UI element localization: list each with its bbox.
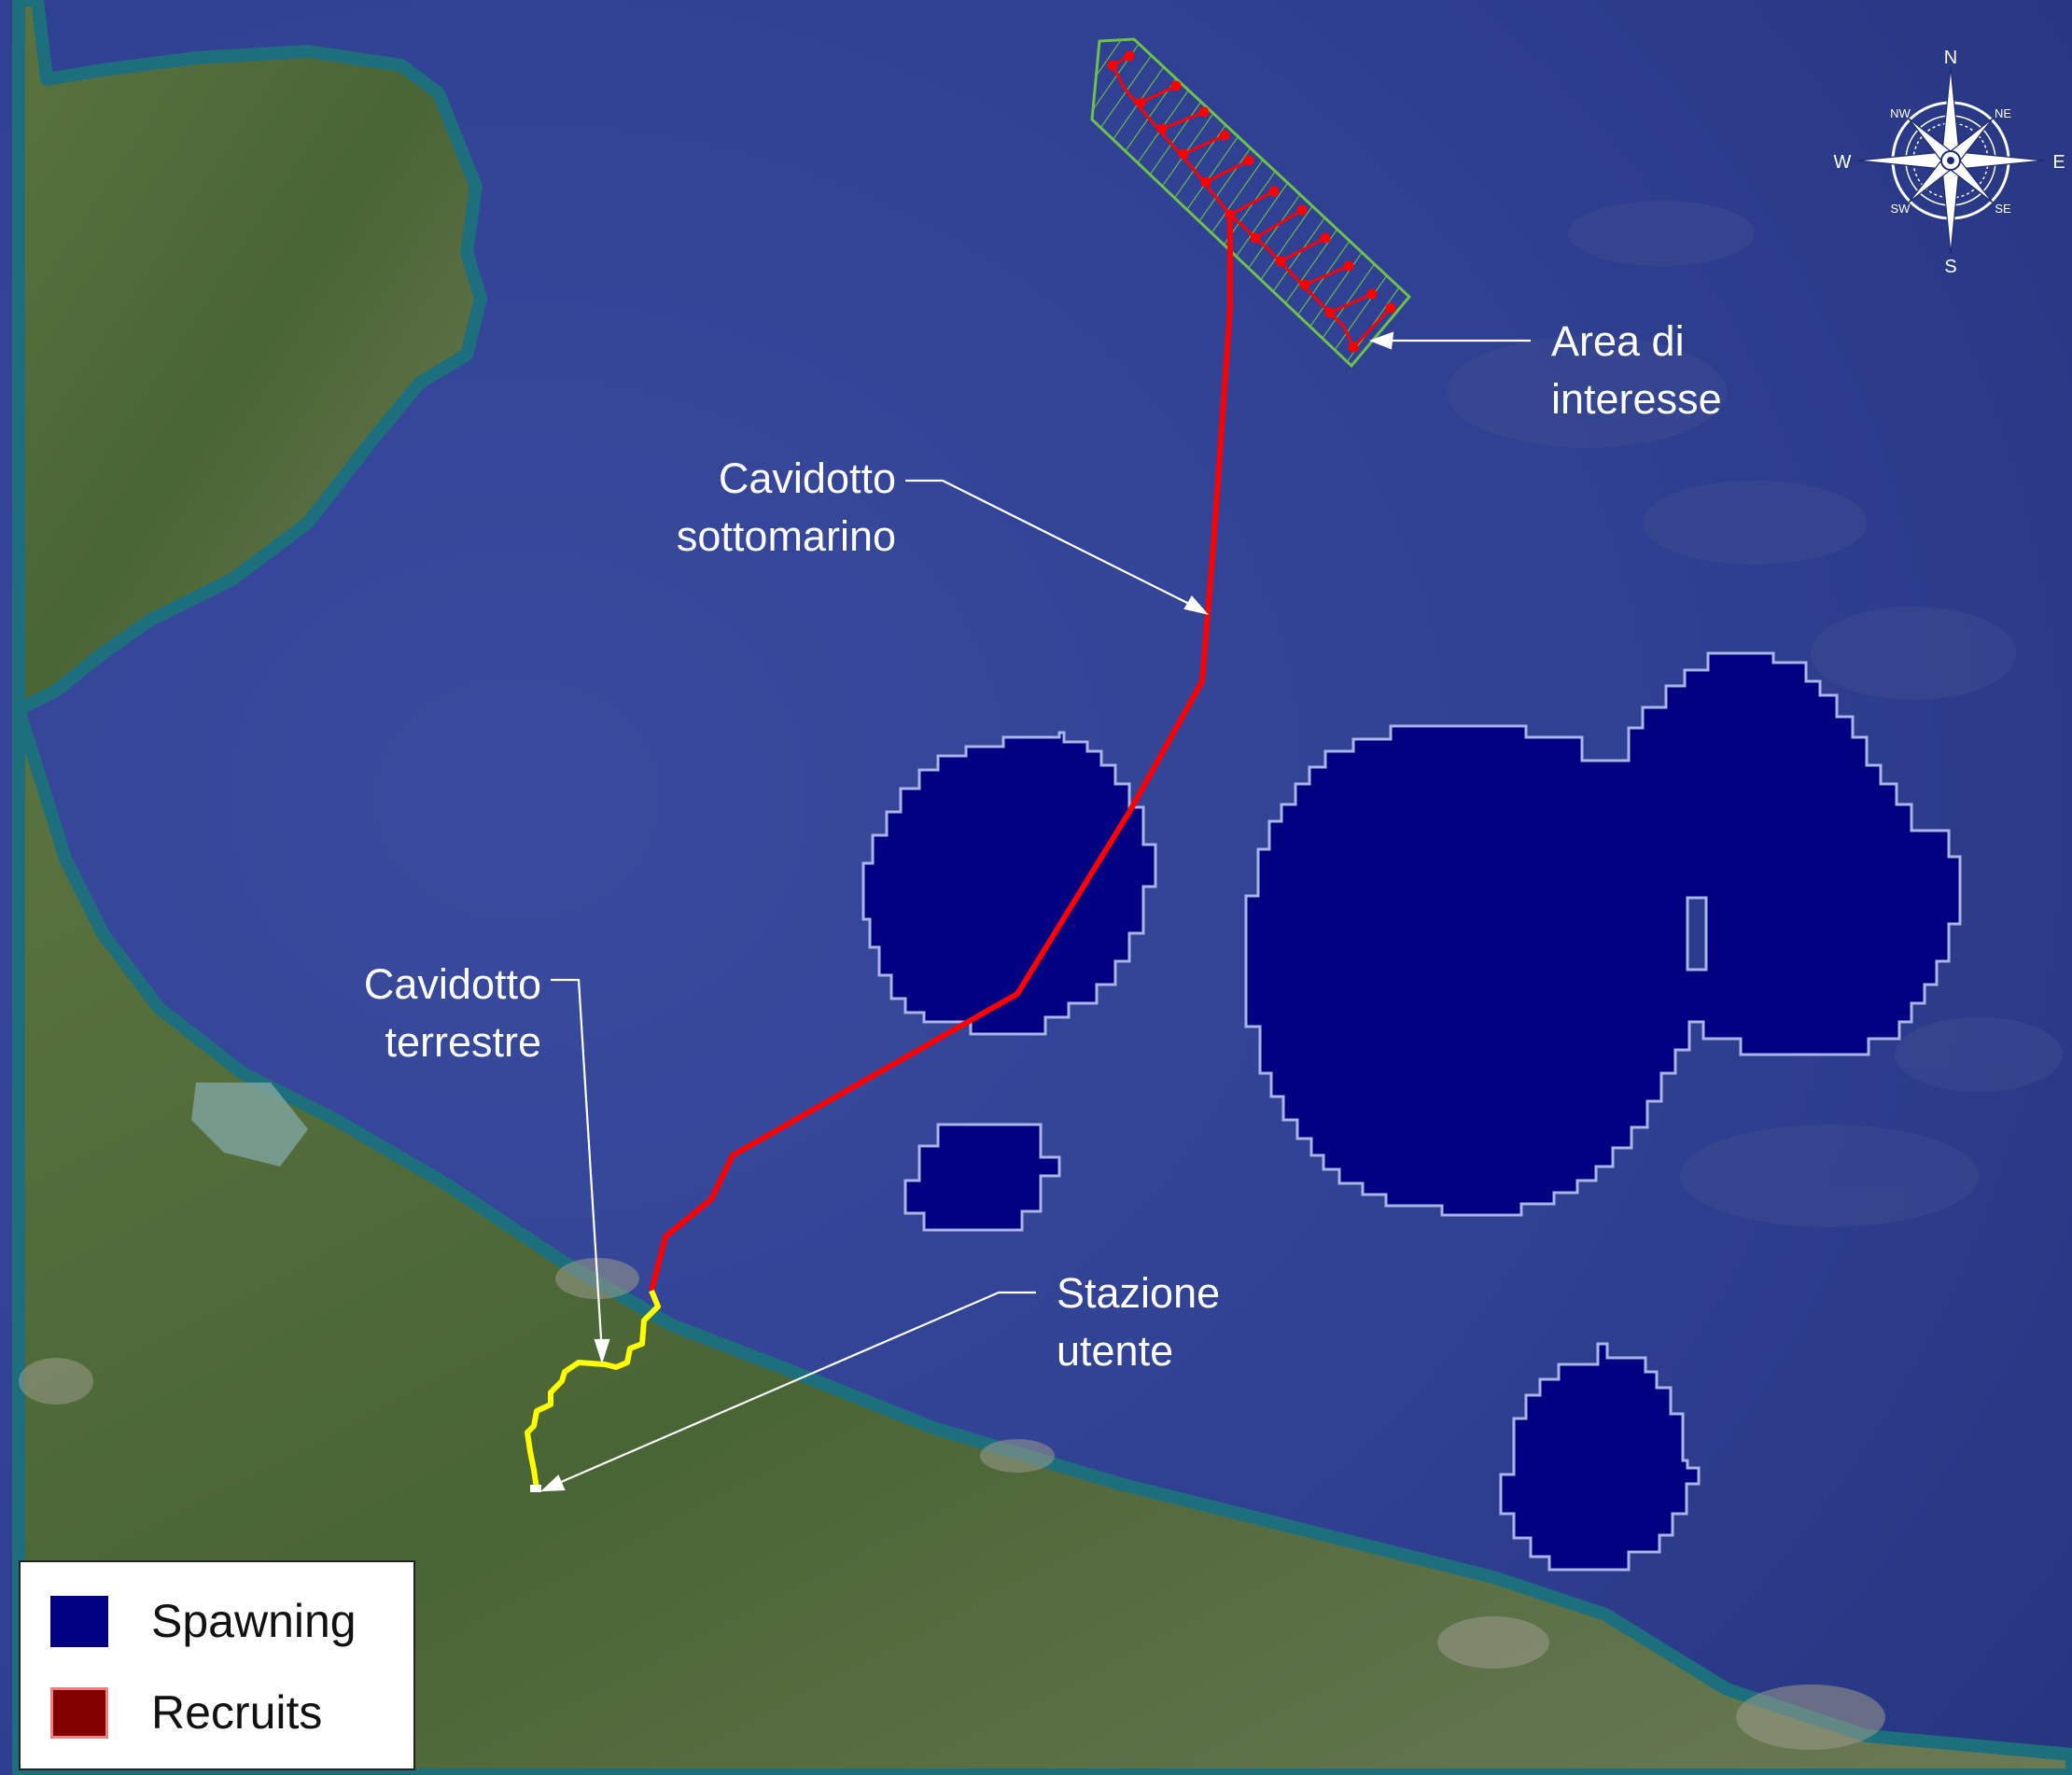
compass-sw: SW [1891, 202, 1911, 216]
label-line: sottomarino [676, 512, 896, 560]
label-line: utente [1057, 1327, 1174, 1375]
spawning-area-bottom [1499, 1342, 1701, 1572]
user-station-marker [530, 1485, 541, 1492]
label-line: Cavidotto [718, 454, 896, 502]
land-puglia [12, 703, 2072, 1775]
legend-label-spawning: Spawning [151, 1595, 357, 1647]
compass-labels: N S E W NE NW SE SW [1834, 48, 2065, 277]
spawning-area-hole [1686, 896, 1708, 971]
spawning-area-large [1244, 651, 1962, 1217]
legend-label-recruits: Recruits [151, 1686, 323, 1739]
compass-e: E [2052, 152, 2065, 173]
label-line: Area di [1551, 317, 1685, 365]
compass-n: N [1944, 48, 1957, 68]
turbine-layout [1107, 50, 1396, 353]
compass-rose [1856, 66, 2045, 255]
land-cable [525, 1289, 661, 1489]
label-stazione-utente: Stazione utente [1057, 1265, 1220, 1380]
label-line: interesse [1551, 375, 1722, 423]
label-line: Cavidotto [363, 960, 541, 1008]
submarine-cable [649, 217, 1233, 1292]
spawning-area-left [861, 731, 1157, 1036]
urban-areas [19, 1258, 1885, 1750]
legend: Spawning Recruits [19, 1560, 415, 1770]
leader-lines [540, 331, 1531, 1492]
compass-se: SE [1995, 202, 2011, 216]
legend-item-spawning: Spawning [50, 1588, 357, 1654]
label-line: terrestre [385, 1018, 541, 1066]
land-gargano [12, 0, 487, 716]
spawning-area-small [903, 1123, 1061, 1232]
label-cavidotto-terrestre: Cavidotto terrestre [317, 956, 541, 1071]
legend-item-recruits: Recruits [50, 1680, 322, 1745]
seabed-texture [1447, 201, 2063, 1227]
compass-w: W [1834, 152, 1852, 173]
legend-swatch-spawning [50, 1595, 108, 1647]
label-cavidotto-sottomarino: Cavidotto sottomarino [635, 450, 896, 566]
spawning-areas [861, 651, 1962, 1572]
label-area-di-interesse: Area di interesse [1551, 313, 1722, 428]
legend-swatch-recruits [50, 1686, 108, 1739]
label-line: Stazione [1057, 1269, 1221, 1317]
compass-s: S [1944, 257, 1956, 277]
area-of-interest [1090, 37, 1412, 369]
lagoon [191, 1083, 308, 1167]
compass-ne: NE [1995, 106, 2011, 120]
compass-nw: NW [1890, 106, 1911, 120]
